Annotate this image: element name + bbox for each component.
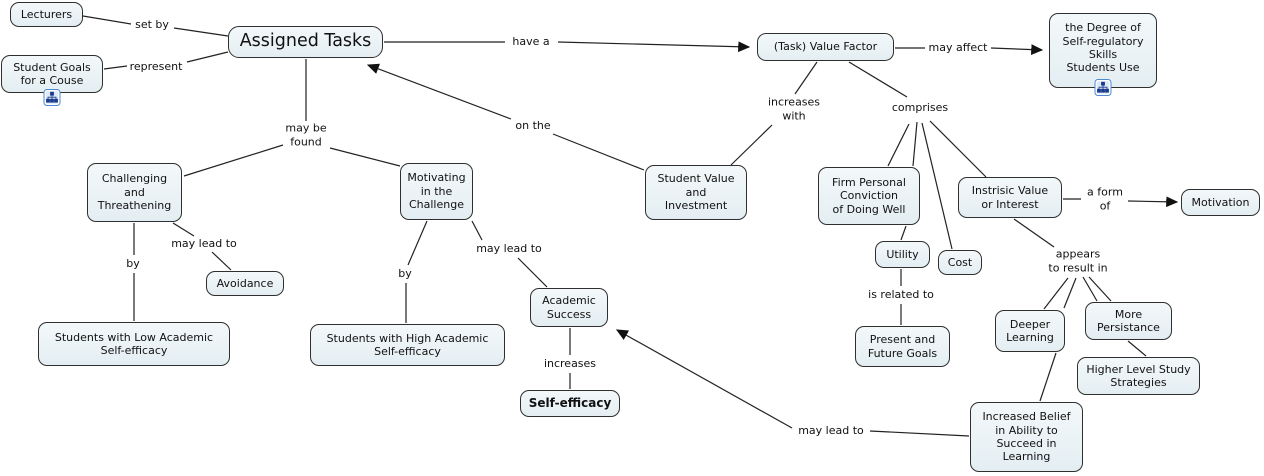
node-avoidance[interactable]: Avoidance [206, 271, 284, 296]
edge-label-may-be-found[interactable]: may be found [285, 121, 327, 149]
edge-comprises-firmpersonal-2 [912, 121, 918, 167]
node-student-value[interactable]: Student Value and Investment [645, 165, 747, 220]
edge-label-may-lead-to-left[interactable]: may lead to [171, 236, 237, 250]
node-degree-self-regulatory[interactable]: the Degree of Self-regulatory Skills Stu… [1049, 13, 1157, 96]
node-deeper-learning[interactable]: Deeper Learning [995, 310, 1065, 352]
edge-label-is-related-to[interactable]: is related to [868, 287, 934, 301]
node-students-low[interactable]: Students with Low Academic Self-efficacy [38, 322, 230, 366]
edge-label-a-form-of[interactable]: a form of [1087, 185, 1123, 213]
node-increased-belief[interactable]: Increased Belief in Ability to Succeed i… [970, 402, 1083, 472]
node-label: Increased Belief in Ability to Succeed i… [982, 410, 1071, 464]
edge-comprises-cost [921, 122, 953, 250]
edge-label-appears-to-result-in[interactable]: appears to result in [1048, 247, 1108, 275]
node-utility[interactable]: Utility [875, 241, 930, 268]
edge-mayleadleft-avoidance [211, 251, 232, 271]
node-self-efficacy[interactable]: Self-efficacy [520, 390, 620, 417]
node-motivating[interactable]: Motivating in the Challenge [400, 163, 473, 220]
edge-represent-assignedtasks [186, 51, 229, 63]
node-label: Motivation [1191, 195, 1250, 209]
node-label: Challenging and Threathening [97, 172, 172, 213]
edge-lecturers-setby [82, 15, 132, 25]
edge-motivating-byright [407, 220, 428, 266]
edge-appears-deeper-2 [1063, 277, 1077, 309]
node-label: Students with High Academic Self-efficac… [326, 331, 489, 358]
edge-havea-taskvalue-arrow [557, 41, 751, 53]
edge-studentvalue-onthe [552, 133, 645, 171]
node-academic-success[interactable]: Academic Success [530, 288, 608, 327]
node-label: Instrisic Value or Interest [971, 184, 1049, 211]
node-present-future[interactable]: Present and Future Goals [855, 326, 950, 367]
node-label: Present and Future Goals [867, 333, 938, 360]
edge-increasedbelief-mayleadbottom [869, 430, 970, 437]
edge-appears-persistance-2 [1088, 276, 1112, 302]
edge-deeper-increasedbelief [1039, 352, 1057, 402]
node-more-persistance[interactable]: More Persistance [1085, 302, 1172, 340]
edge-mayaffect-degree-arrow [990, 44, 1044, 55]
edge-taskvalue-comprises [848, 61, 908, 98]
node-label: Avoidance [216, 276, 274, 290]
node-label: Students with Low Academic Self-efficacy [54, 330, 214, 357]
edge-label-may-lead-to-mid[interactable]: may lead to [476, 241, 542, 255]
edge-mayleadmid-academic [517, 257, 548, 288]
node-students-high[interactable]: Students with High Academic Self-efficac… [310, 324, 505, 366]
edge-increaseswith-studentvalue [730, 124, 773, 166]
node-label: Utility [886, 247, 919, 261]
edge-maybefound-challenging [183, 144, 284, 177]
concept-map-resource-icon[interactable] [1094, 79, 1112, 96]
node-label: (Task) Value Factor [773, 40, 878, 54]
node-label: Firm Personal Conviction of Doing Well [832, 175, 906, 216]
edge-setby-assignedtasks [173, 27, 229, 37]
node-label: Assigned Tasks [239, 31, 372, 52]
edge-label-by-right[interactable]: by [398, 266, 412, 280]
node-student-goals[interactable]: Student Goals for a Couse [1, 55, 103, 106]
edge-motivating-mayleadmid [471, 220, 483, 241]
edge-label-represent[interactable]: represent [129, 59, 183, 73]
node-challenging[interactable]: Challenging and Threathening [87, 163, 182, 222]
edge-label-comprises[interactable]: comprises [891, 100, 949, 114]
edge-appears-deeper-1 [1043, 277, 1069, 310]
edge-challenging-mayleadleft [172, 222, 195, 237]
node-higher-level[interactable]: Higher Level Study Strategies [1077, 357, 1200, 395]
edge-appears-persistance-1 [1082, 276, 1098, 302]
edge-label-increases-with[interactable]: increases with [767, 95, 821, 123]
edge-label-increases[interactable]: increases [543, 356, 597, 370]
edge-maybefound-motivating [329, 147, 401, 167]
node-label: Cost [947, 255, 973, 269]
edge-studentgoals-represent [103, 65, 128, 70]
edge-label-set-by[interactable]: set by [135, 17, 169, 31]
edge-label-have-a[interactable]: have a [512, 34, 550, 48]
node-label: Motivating in the Challenge [407, 171, 466, 212]
edge-label-on-the[interactable]: on the [515, 118, 551, 132]
edge-aformof-motivation-arrow [1127, 196, 1179, 208]
edge-instrisic-appears [1013, 218, 1055, 248]
edge-persistance-higherlevel [1127, 340, 1147, 357]
node-label: More Persistance [1097, 307, 1160, 334]
edge-label-may-lead-to-bottom[interactable]: may lead to [798, 423, 864, 437]
edge-label-may-affect[interactable]: may affect [928, 40, 988, 54]
edge-taskvalue-increaseswith [794, 61, 818, 95]
node-firm-personal[interactable]: Firm Personal Conviction of Doing Well [818, 167, 920, 225]
edge-firmpersonal-utility [900, 225, 907, 241]
concept-map-resource-icon[interactable] [43, 89, 61, 106]
node-label: Higher Level Study Strategies [1086, 362, 1191, 389]
edge-mayleadbottom-academic-arrow [615, 329, 793, 429]
node-task-value-factor[interactable]: (Task) Value Factor [757, 33, 894, 61]
node-label: Deeper Learning [1006, 317, 1054, 344]
node-label: Student Value and Investment [657, 172, 735, 213]
node-assigned-tasks[interactable]: Assigned Tasks [228, 26, 383, 58]
edge-onthe-assignedtasks-arrow [366, 63, 512, 120]
edge-label-by-left[interactable]: by [126, 256, 140, 270]
node-label: Self-efficacy [528, 396, 612, 411]
node-label: Student Goals for a Couse [13, 60, 91, 87]
node-label: Academic Success [542, 294, 596, 321]
edge-comprises-firmpersonal-1 [887, 123, 910, 167]
edge-comprises-instrisic [929, 120, 987, 178]
node-cost[interactable]: Cost [938, 250, 982, 275]
node-lecturers[interactable]: Lecturers [10, 2, 83, 27]
node-label: Lecturers [20, 7, 73, 21]
node-motivation[interactable]: Motivation [1181, 189, 1260, 216]
node-instrisic[interactable]: Instrisic Value or Interest [958, 177, 1062, 218]
node-label: the Degree of Self-regulatory Skills Stu… [1062, 21, 1144, 75]
